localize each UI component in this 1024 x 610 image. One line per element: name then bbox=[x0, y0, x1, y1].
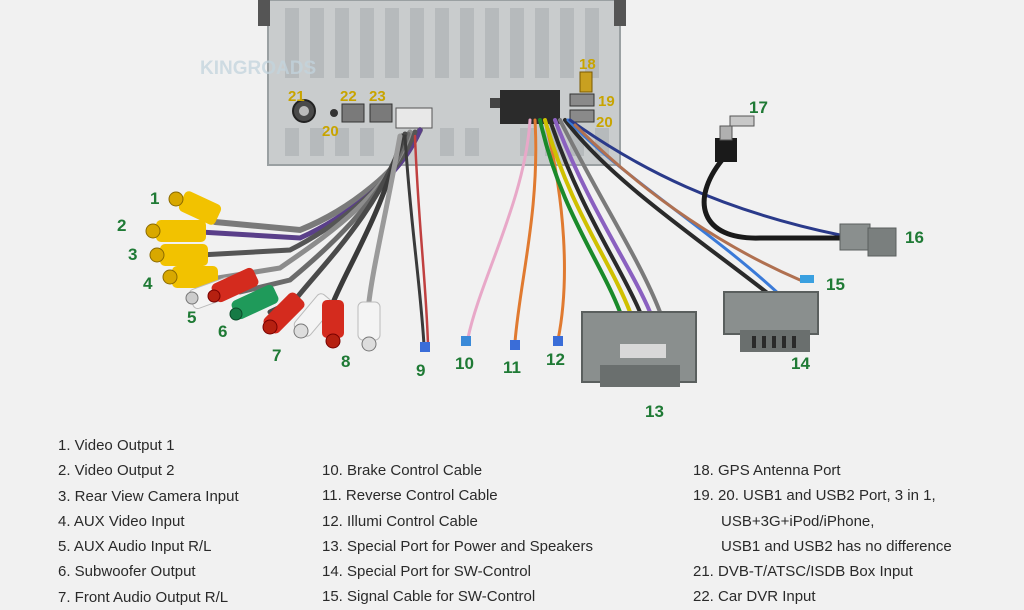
rca-harness bbox=[197, 127, 430, 347]
legend-item: 7. Front Audio Output R/L bbox=[58, 588, 229, 606]
legend-item: 11. Reverse Control Cable bbox=[322, 487, 498, 505]
callout-4: 4 bbox=[143, 274, 153, 293]
callout-12: 12 bbox=[546, 350, 565, 369]
callout-9: 9 bbox=[416, 361, 425, 380]
legend-item: 3. Rear View Camera Input bbox=[58, 487, 239, 505]
callout-labels: 1 2 3 4 5 6 7 8 9 10 11 12 13 14 15 16 1… bbox=[117, 56, 924, 421]
callout-5: 5 bbox=[187, 308, 196, 327]
usb-port-1 bbox=[569, 93, 595, 107]
sw-control-connector bbox=[723, 291, 819, 352]
callout-7: 7 bbox=[272, 346, 281, 365]
callout-23: 23 bbox=[369, 88, 386, 105]
legend-item-continued: USB1 and USB2 has no difference bbox=[721, 537, 952, 555]
head-unit-back-panel: KINGROADS bbox=[200, 0, 626, 166]
antenna-adapter bbox=[701, 115, 897, 257]
rca-plug-2-yellow bbox=[145, 220, 206, 242]
legend-item: 10. Brake Control Cable bbox=[322, 462, 483, 479]
callout-20: 20 bbox=[596, 114, 613, 131]
power-speaker-connector bbox=[581, 311, 697, 387]
legend-column-1: 1. Video Output 1 2. Video Output 2 3. R… bbox=[58, 433, 239, 610]
callout-15: 15 bbox=[826, 275, 845, 294]
callout-6: 6 bbox=[218, 322, 227, 341]
dvr-port bbox=[330, 109, 338, 117]
legend-item: 15. Signal Cable for SW-Control bbox=[322, 588, 536, 606]
legend-item: 21. DVB-T/ATSC/ISDB Box Input bbox=[693, 563, 913, 581]
legend-item: 14. Special Port for SW-Control bbox=[322, 563, 531, 581]
callout-11: 11 bbox=[503, 358, 521, 377]
gps-antenna-port bbox=[579, 71, 593, 93]
callout-21: 21 bbox=[288, 88, 305, 105]
callout-3: 3 bbox=[128, 245, 137, 264]
rca-plug-7-red bbox=[262, 292, 305, 335]
legend-item: 22. Car DVR Input bbox=[693, 588, 816, 606]
legend-item: 12. Illumi Control Cable bbox=[322, 512, 478, 530]
legend-column-3: 18. GPS Antenna Port 19. 20. USB1 and US… bbox=[693, 458, 952, 610]
callout-17: 17 bbox=[749, 98, 768, 117]
rca-plug-8-red bbox=[322, 300, 344, 349]
callout-19: 19 bbox=[598, 93, 615, 110]
usb-port-2 bbox=[569, 109, 595, 123]
legend-column-2: 10. Brake Control Cable 11. Reverse Cont… bbox=[322, 458, 593, 610]
callout-18: 18 bbox=[579, 56, 596, 73]
legend-item: 4. AUX Video Input bbox=[58, 512, 185, 530]
legend-item: 6. Subwoofer Output bbox=[58, 563, 196, 581]
legend-item-continued: USB+3G+iPod/iPhone, bbox=[721, 512, 875, 530]
callout-10: 10 bbox=[455, 354, 474, 373]
rca-plug-4-yellow bbox=[162, 266, 218, 288]
legend-item: 5. AUX Audio Input R/L bbox=[58, 538, 212, 556]
callout-14: 14 bbox=[791, 354, 810, 373]
callout-16: 16 bbox=[905, 228, 924, 247]
rca-plug-5-red bbox=[207, 267, 259, 303]
rca-plug-8-white bbox=[357, 301, 381, 352]
callout-22: 22 bbox=[340, 88, 357, 105]
power-harness bbox=[466, 118, 842, 344]
legend-item: 2. Video Output 2 bbox=[58, 462, 175, 480]
wire-tips bbox=[461, 275, 814, 350]
rca-plug-1-yellow bbox=[168, 191, 222, 225]
callout-20-lower: 20 bbox=[322, 123, 339, 140]
callout-13: 13 bbox=[645, 402, 664, 421]
brand-watermark: KINGROADS bbox=[200, 58, 316, 79]
legend-item: 1. Video Output 1 bbox=[58, 437, 175, 454]
callout-2: 2 bbox=[117, 216, 126, 235]
callout-1: 1 bbox=[150, 189, 159, 208]
legend-item: 18. GPS Antenna Port bbox=[693, 462, 841, 479]
legend-item: 19. 20. USB1 and USB2 Port, 3 in 1, bbox=[693, 487, 936, 505]
av-port-23 bbox=[369, 103, 393, 123]
rca-plug-6-green bbox=[229, 284, 279, 321]
rca-plug-3-yellow bbox=[149, 244, 208, 266]
wire-tip-9 bbox=[420, 342, 430, 352]
av-port-22 bbox=[341, 103, 365, 123]
legend-item: 13. Special Port for Power and Speakers bbox=[322, 537, 593, 555]
callout-8: 8 bbox=[341, 352, 350, 371]
